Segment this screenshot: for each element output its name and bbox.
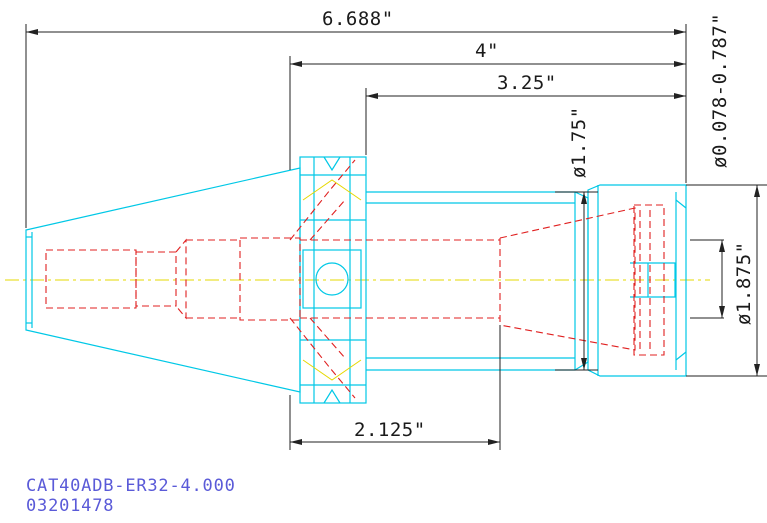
dim-nut-dia-label: ø1.875" bbox=[733, 241, 755, 325]
dim-clamp-range: ø0.078-0.787" bbox=[690, 13, 731, 319]
dim-overall-label: 6.688" bbox=[322, 8, 394, 30]
dim-gauge: 4" bbox=[289, 40, 686, 170]
part-model: CAT40ADB-ER32-4.000 bbox=[26, 476, 236, 496]
dim-flange: 3.25" bbox=[365, 72, 686, 155]
dim-gauge-label: 4" bbox=[475, 40, 499, 62]
dim-nose-dia-label: ø1.75" bbox=[568, 106, 590, 178]
part-number: 03201478 bbox=[26, 496, 115, 516]
flange-detail bbox=[302, 179, 362, 381]
dim-nut-dia: ø1.875" bbox=[686, 184, 767, 377]
dim-body-label: 2.125" bbox=[354, 419, 426, 441]
dim-nose-dia: ø1.75" bbox=[555, 106, 598, 371]
dim-body: 2.125" bbox=[289, 325, 501, 450]
dim-clamp-range-label: ø0.078-0.787" bbox=[709, 13, 731, 168]
holder-outline bbox=[25, 156, 687, 404]
dim-flange-label: 3.25" bbox=[497, 72, 557, 94]
hidden-lines bbox=[45, 159, 665, 399]
dim-overall: 6.688" bbox=[25, 8, 687, 228]
